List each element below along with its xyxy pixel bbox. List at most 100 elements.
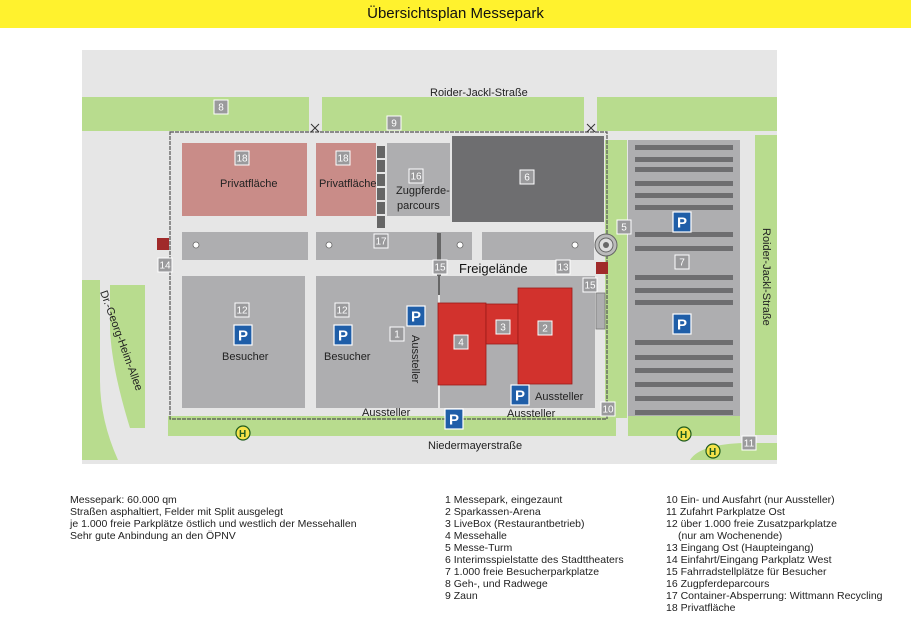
marker-label: 16 (410, 172, 422, 183)
parking-sign-5: P (444, 408, 464, 430)
marker-label: 5 (621, 223, 627, 234)
fence-outline (169, 131, 608, 420)
east-green-outer (755, 135, 777, 435)
legend-right: 10 Ein- und Ausfahrt (nur Aussteller)11 … (666, 494, 883, 614)
bus-stop-symbol: H (709, 447, 716, 458)
parking-letter: P (411, 309, 421, 326)
east-green-strip (605, 140, 627, 418)
marker-n9: 9 (386, 115, 402, 131)
bus-stop-west: H (235, 425, 251, 441)
marker-n15a: 15 (432, 259, 448, 275)
legend-entry-item: 18 Privatfläche (666, 602, 736, 614)
marker-n18a: 18 (234, 150, 250, 166)
legend-entry-item: 11 Zufahrt Parkplatze Ost (666, 506, 785, 518)
marker-n10: 10 (600, 401, 616, 417)
parking-sign-6: P (672, 211, 692, 233)
marker-label: 11 (744, 439, 755, 450)
parking-letter: P (677, 317, 687, 334)
marker-n18b: 18 (335, 150, 351, 166)
marker-label: 13 (557, 263, 569, 274)
legend-entry-item: 7 1.000 freie Besucherparkplatze (445, 566, 600, 578)
parking-sign-2: P (333, 324, 353, 346)
bus-stop-symbol: H (239, 429, 246, 440)
label-zugpferde-2: parcours (397, 200, 440, 212)
marker-label: 10 (602, 405, 614, 416)
marker-n15b: 15 (582, 277, 598, 293)
marker-n17: 17 (373, 233, 389, 249)
legend-entry-item: 16 Zugpferdeparcours (666, 578, 770, 590)
title-bar (0, 0, 911, 28)
marker-label: 9 (391, 119, 397, 130)
legend-entry-item: 12 über 1.000 freie Zusatzparkplatze (666, 518, 838, 530)
marker-n12a: 12 (234, 302, 250, 318)
parking-sign-4: P (510, 384, 530, 406)
parking-letter: P (515, 388, 525, 405)
marker-label: 6 (524, 173, 530, 184)
parking-sign-3: P (406, 305, 426, 327)
legend-entry-item: 10 Ein- und Ausfahrt (nur Aussteller) (666, 494, 835, 506)
legend-entry-item: 1 Messepark, eingezaunt (445, 494, 563, 506)
parking-letter: P (449, 412, 459, 429)
street-south: Niedermayerstraße (428, 440, 522, 452)
parking-symbols: P P P P P P P (233, 211, 692, 430)
bus-stop-symbol: H (680, 430, 687, 441)
parking-letter: P (338, 328, 348, 345)
entrance-east (596, 262, 608, 274)
bus-stop-east: H (676, 426, 692, 442)
marker-n7: 7 (674, 254, 690, 270)
marker-n8: 8 (213, 99, 229, 115)
marker-n3: 3 (495, 319, 511, 335)
label-private-east: Privatfläche (319, 178, 376, 190)
label-aussteller-hall: Aussteller (535, 391, 584, 403)
label-besucher-west: Besucher (222, 351, 269, 363)
east-parking-area (628, 140, 740, 416)
parking-letter: P (238, 328, 248, 345)
north-green-left (82, 97, 309, 131)
entrance-west (157, 238, 169, 250)
parking-sign-1: P (233, 324, 253, 346)
marker-n14: 14 (157, 257, 173, 273)
page-title: Übersichtsplan Messepark (367, 5, 544, 22)
legend-entry-item: 2 Sparkassen-Arena (445, 506, 541, 518)
marker-n12b: 12 (334, 302, 350, 318)
label-aussteller-bottom-2: Aussteller (507, 408, 556, 420)
label-besucher-centre: Besucher (324, 351, 371, 363)
north-green-right (597, 97, 777, 131)
legend-entry-item: 17 Container-Absperrung: Wittmann Recycl… (666, 590, 883, 602)
bus-stop-south-east: H (705, 443, 721, 459)
street-north: Roider-Jackl-Straße (430, 87, 528, 99)
info-line-item: Sehr gute Anbindung an den ÖPNV (70, 530, 236, 542)
marker-label: 17 (375, 237, 387, 248)
info-line-item: Messepark: 60.000 qm (70, 494, 177, 506)
label-freigelaende: Freigelände (459, 261, 528, 276)
middle-strip-west (182, 232, 308, 260)
legend-entry-item: (nur am Wochenende) (678, 530, 783, 542)
marker-n16: 16 (408, 168, 424, 184)
marker-n13: 13 (555, 259, 571, 275)
west-green-2 (110, 285, 145, 428)
marker-label: 7 (679, 258, 685, 269)
messepark-map: Roider-Jackl-Straße Roider-Jackl-Straße … (82, 50, 777, 464)
marker-label: 2 (542, 324, 548, 335)
north-green-mid (322, 97, 584, 131)
label-aussteller-vertical: Aussteller (409, 335, 421, 384)
info-line-item: je 1.000 freie Parkplätze östlich und we… (70, 518, 357, 530)
marker-label: 18 (236, 154, 248, 165)
info-line-item: Straßen asphaltiert, Felder mit Split au… (70, 506, 284, 518)
west-green (82, 280, 118, 460)
marker-n2: 2 (537, 320, 553, 336)
legend-entry-item: 6 Interimsspielstatte des Stadttheaters (445, 554, 624, 566)
legend-entry-item: 8 Geh-, und Radwege (445, 578, 548, 590)
parking-sign-7: P (672, 313, 692, 335)
marker-label: 15 (434, 263, 446, 274)
label-zugpferde-1: Zugpferde- (396, 185, 450, 197)
parking-letter: P (677, 215, 687, 232)
marker-n4: 4 (453, 334, 469, 350)
gate-icons (310, 123, 596, 133)
legend-entry-item: 13 Eingang Ost (Haupteingang) (666, 542, 814, 554)
marker-label: 3 (500, 323, 506, 334)
marker-n1: 1 (389, 326, 405, 342)
legend-entry-item: 3 LiveBox (Restaurantbetrieb) (445, 518, 585, 530)
marker-label: 12 (236, 306, 248, 317)
